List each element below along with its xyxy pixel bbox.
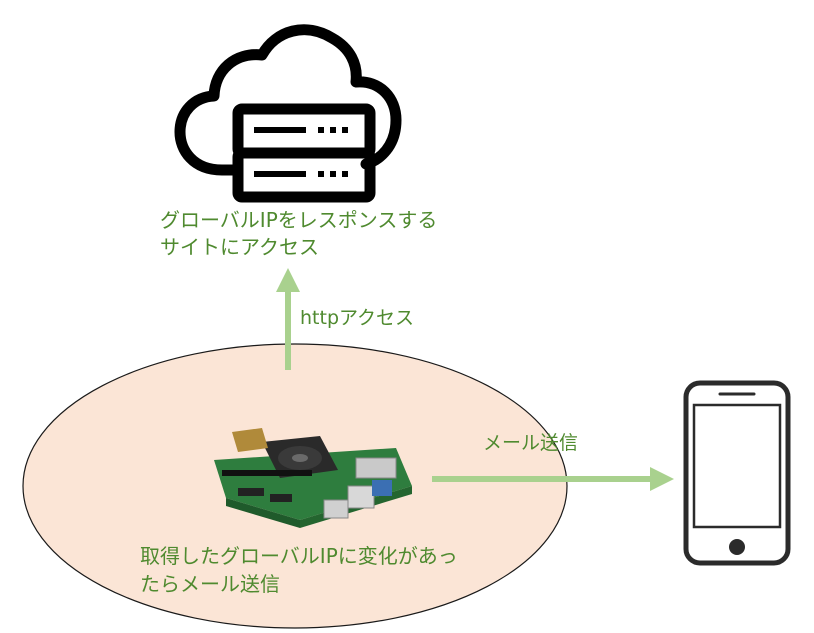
http-access-label: httpアクセス — [300, 307, 415, 329]
mail-send-label: メール送信 — [483, 432, 579, 454]
cloud-server-icon — [174, 24, 402, 203]
server-rack-lines — [254, 127, 348, 177]
http-arrow — [276, 268, 300, 370]
cloud-caption-line2: サイトにアクセス — [160, 235, 319, 259]
smartphone-icon — [683, 380, 791, 566]
cloud-caption-line1: グローバルIPをレスポンスする — [160, 208, 438, 232]
mail-arrow — [432, 467, 674, 491]
raspberry-pi-board — [214, 428, 412, 528]
pi-caption-line1: 取得したグローバルIPに変化があっ — [140, 544, 458, 568]
pi-caption-line2: たらメール送信 — [140, 572, 280, 596]
